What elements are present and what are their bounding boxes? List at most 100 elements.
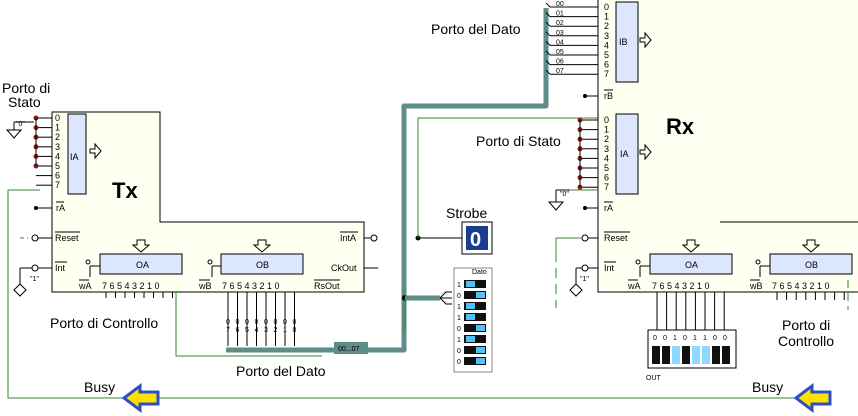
- tx-zero-label: "0": [16, 121, 25, 128]
- rx-out-digit: 0: [683, 335, 687, 342]
- rx-out-led: [652, 346, 660, 364]
- rx-out-digit: 0: [723, 335, 727, 342]
- dip-knob: [476, 325, 485, 331]
- tx-data-port-label: Porto del Dato: [236, 363, 326, 379]
- rx-out-led: [672, 346, 680, 364]
- tx-status-pin-4: 4: [55, 151, 60, 161]
- rx-out-digit: 0: [663, 335, 667, 342]
- dip-bit-label: 1: [457, 315, 461, 322]
- rx-out-led: [662, 346, 670, 364]
- rx-data-port-label: Porto del Dato: [431, 21, 521, 37]
- tx-reset-label: Reset: [55, 233, 79, 243]
- rx-ia-label: IA: [620, 149, 629, 159]
- rx-ia-pin-5: 5: [604, 163, 609, 173]
- tx-ob-register: [220, 253, 304, 275]
- rx-out-digit: 1: [673, 335, 677, 342]
- tx-probe-idx: 1: [283, 327, 287, 334]
- rx-out-led: [692, 346, 700, 364]
- tx-busy-arrow-icon: [121, 383, 160, 413]
- tx-one-source-icon: [13, 268, 27, 297]
- rx-ib-pin-4: 4: [604, 40, 609, 50]
- rx-ib-label: IB: [619, 37, 628, 47]
- tx-probe-digit: 0: [245, 319, 249, 326]
- rx-reset-label: Reset: [604, 233, 628, 243]
- rx-ia-pin-7: 7: [604, 182, 609, 192]
- dip-slot[interactable]: [464, 291, 486, 299]
- dip-knob: [466, 336, 475, 342]
- rx-bus-tap-07: 07: [556, 68, 564, 75]
- rx-oa-bits: 7 6 5 4 3 2 1 0: [652, 281, 710, 291]
- rx-ob-bits: 7 6 5 4 3 2 1 0: [772, 281, 830, 291]
- tx-oa-register: [99, 253, 183, 275]
- tx-probe-digit: 0: [236, 319, 240, 326]
- rx-out-led: [682, 346, 690, 364]
- tx-probe-digit: 0: [274, 319, 278, 326]
- tx-status-pin-6: 6: [55, 171, 60, 181]
- tx-status-pin-3: 3: [55, 142, 60, 152]
- tx-probe-idx: 4: [255, 327, 259, 334]
- rx-control-port-label-2: Controllo: [778, 333, 834, 349]
- rx-ib-pin-3: 3: [604, 31, 609, 41]
- rx-rb-label: rB: [604, 91, 613, 101]
- tx-status-pin-7: 7: [55, 180, 60, 190]
- rx-out-digit: 1: [693, 335, 697, 342]
- rx-title: Rx: [666, 114, 695, 139]
- tx-probe-digit: 0: [264, 319, 268, 326]
- dip-slot[interactable]: [464, 357, 486, 365]
- dip-slot[interactable]: [464, 324, 486, 332]
- strobe-value: 0: [470, 229, 481, 251]
- tx-ground-icon: [5, 122, 23, 139]
- rx-bus-tap-00: 00: [556, 1, 564, 8]
- rx-ground-icon: [547, 190, 565, 211]
- rx-ib-pin-5: 5: [604, 50, 609, 60]
- tx-ob-bits: 7 6 5 4 3 2 1 0: [222, 281, 280, 291]
- rx-ia-pin-3: 3: [604, 144, 609, 154]
- tx-status-port-label-1: Porto di: [2, 80, 50, 96]
- bus-name-label: 00...07: [338, 346, 360, 353]
- rx-busy-arrow-icon: [793, 383, 832, 413]
- tx-ob-arrow-icon: [252, 239, 272, 253]
- rx-out-led: [712, 346, 720, 364]
- rx-ob-arrow-icon: [801, 239, 821, 253]
- rx-busy-label: Busy: [752, 379, 783, 395]
- rx-ia-pin-0: 0: [604, 115, 609, 125]
- tx-ob-label: OB: [256, 260, 269, 270]
- dip-bit-label: 0: [457, 293, 461, 300]
- rx-control-port-label-1: Porto di: [782, 317, 830, 333]
- rx-bus-tap-01: 01: [556, 11, 564, 18]
- rx-wa-label: wA: [627, 281, 641, 291]
- tx-probe-digit: 0: [255, 319, 259, 326]
- data-bus: [226, 8, 549, 353]
- tx-ob-pins: [227, 292, 295, 346]
- rx-oa-pins: [656, 292, 725, 330]
- dip-knob: [476, 358, 485, 364]
- rx-bus-tap-02: 02: [556, 20, 564, 27]
- rx-out-digit: 1: [703, 335, 707, 342]
- rx-ia-register: [615, 113, 639, 195]
- rx-ia-pin-4: 4: [604, 153, 609, 163]
- rx-ia-pin-1: 1: [604, 125, 609, 135]
- rx-ib-pin-6: 6: [604, 60, 609, 70]
- rx-bus-tap-03: 03: [556, 30, 564, 37]
- tx-wa-label: wA: [78, 281, 92, 291]
- dip-knob: [476, 347, 485, 353]
- dip-bit-label: 1: [457, 304, 461, 311]
- dip-bit-label: 1: [457, 282, 461, 289]
- tx-chip-body: [51, 111, 365, 293]
- dip-slot[interactable]: [464, 346, 486, 354]
- dip-bit-label: 0: [457, 359, 461, 366]
- tx-probe-idx: 0: [293, 327, 297, 334]
- rx-bus-tap-05: 05: [556, 49, 564, 56]
- rx-out-label: OUT: [646, 375, 662, 382]
- rx-bus-tap-06: 06: [556, 59, 564, 66]
- rx-ib-arrow-icon: [639, 31, 652, 49]
- tx-probe-idx: 2: [274, 327, 278, 334]
- dip-switch-label: Dato: [472, 269, 487, 276]
- tx-status-pin-0: 0: [55, 113, 60, 123]
- dip-knob: [466, 281, 475, 287]
